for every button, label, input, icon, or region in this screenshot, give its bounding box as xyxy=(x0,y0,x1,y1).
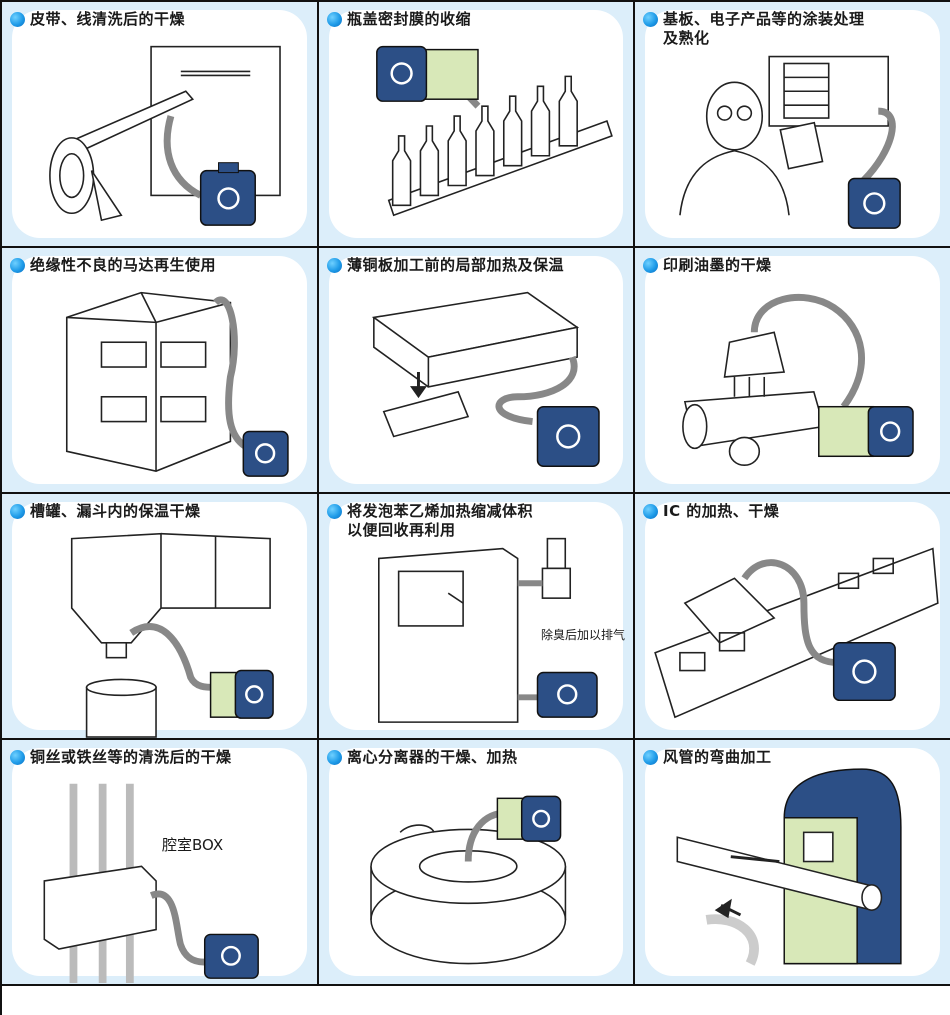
panel-belt-drying: 皮带、线清洗后的干燥 xyxy=(2,2,319,248)
belt-drying-illustration xyxy=(49,45,281,226)
swirl-logo-icon xyxy=(557,684,578,705)
deodorize-note: 除臭后加以排气 xyxy=(541,628,626,642)
blue-dot-icon xyxy=(327,12,342,27)
blue-dot-icon xyxy=(10,750,25,765)
blue-dot-icon xyxy=(327,750,342,765)
panel-caption: 铜丝或铁丝等的清洗后的干燥 xyxy=(10,748,311,767)
swirl-logo-icon xyxy=(245,685,264,704)
dryer-unit xyxy=(832,642,896,702)
blue-dot-icon xyxy=(327,258,342,273)
dryer-unit xyxy=(536,671,598,718)
panel-caption: 基板、电子产品等的涂装处理 及熟化 xyxy=(643,10,944,48)
dryer-unit xyxy=(209,669,274,719)
blue-dot-icon xyxy=(10,258,25,273)
panel-ic-heating: IC 的加热、干燥 xyxy=(635,494,950,740)
swirl-logo-icon xyxy=(863,192,886,215)
panel-caption: 槽罐、漏斗内的保温干燥 xyxy=(10,502,311,521)
panel-caption: 离心分离器的干燥、加热 xyxy=(327,748,627,767)
blue-dot-icon xyxy=(643,12,658,27)
panel-caption: 绝缘性不良的马达再生使用 xyxy=(10,256,311,275)
blue-dot-icon xyxy=(643,258,658,273)
bottle-shrink-illustration xyxy=(376,45,613,217)
dryer-unit xyxy=(242,430,289,477)
swirl-logo-icon xyxy=(880,421,901,442)
chamber-label: 腔室BOX xyxy=(162,836,224,854)
dryer-unit xyxy=(203,933,259,979)
blue-dot-icon xyxy=(10,504,25,519)
panel-centrifuge-drying: 离心分离器的干燥、加热 xyxy=(319,740,635,986)
blue-dot-icon xyxy=(643,504,658,519)
panel-caption: 薄铜板加工前的局部加热及保温 xyxy=(327,256,627,275)
panel-caption: IC 的加热、干燥 xyxy=(643,502,944,521)
motor-regeneration-illustration xyxy=(65,291,289,477)
panel-wire-drying: 铜丝或铁丝等的清洗后的干燥 腔室BOX xyxy=(2,740,319,986)
dryer-unit xyxy=(199,162,256,226)
panel-coating-curing: 基板、电子产品等的涂装处理 及熟化 xyxy=(635,2,950,248)
swirl-logo-icon xyxy=(217,187,240,210)
ink-drying-illustration xyxy=(682,293,914,467)
panel-copper-plate-heating: 薄铜板加工前的局部加热及保温 xyxy=(319,248,635,494)
blue-dot-icon xyxy=(10,12,25,27)
swirl-logo-icon xyxy=(220,945,241,966)
duct-bending-illustration xyxy=(676,768,902,966)
dryer-unit xyxy=(536,405,600,467)
copper-plate-illustration xyxy=(371,291,600,467)
tank-hopper-illustration xyxy=(70,532,274,738)
swirl-logo-icon xyxy=(852,659,877,684)
panel-styrofoam-reduction: 将发泡苯乙烯加热缩减体积 以便回收再利用 除臭后加以排气 xyxy=(319,494,635,740)
dryer-unit xyxy=(818,405,914,458)
panel-bottle-cap-shrink: 瓶盖密封膜的收缩 xyxy=(319,2,635,248)
coating-curing-illustration xyxy=(679,55,901,229)
dryer-unit xyxy=(376,45,479,102)
ic-heating-illustration xyxy=(654,547,939,719)
swirl-logo-icon xyxy=(390,62,413,85)
panel-caption: 印刷油墨的干燥 xyxy=(643,256,944,275)
centrifuge-illustration xyxy=(370,795,567,965)
panel-caption: 皮带、线清洗后的干燥 xyxy=(10,10,311,29)
panel-tank-hopper: 槽罐、漏斗内的保温干燥 xyxy=(2,494,319,740)
panel-ink-drying: 印刷油墨的干燥 xyxy=(635,248,950,494)
swirl-logo-icon xyxy=(556,424,581,449)
panel-duct-bending: 风管的弯曲加工 xyxy=(635,740,950,986)
panel-motor-regeneration: 绝缘性不良的马达再生使用 xyxy=(2,248,319,494)
panel-caption: 瓶盖密封膜的收缩 xyxy=(327,10,627,29)
panel-caption: 风管的弯曲加工 xyxy=(643,748,944,767)
swirl-logo-icon xyxy=(532,809,551,828)
dryer-unit xyxy=(496,795,562,842)
swirl-logo-icon xyxy=(254,443,276,464)
blue-dot-icon xyxy=(327,504,342,519)
dryer-unit xyxy=(847,177,901,229)
wire-drying-illustration xyxy=(43,783,259,984)
styrofoam-illustration xyxy=(378,537,598,723)
dryer-unit xyxy=(783,768,902,965)
blue-dot-icon xyxy=(643,750,658,765)
panel-caption: 将发泡苯乙烯加热缩减体积 以便回收再利用 xyxy=(327,502,627,540)
